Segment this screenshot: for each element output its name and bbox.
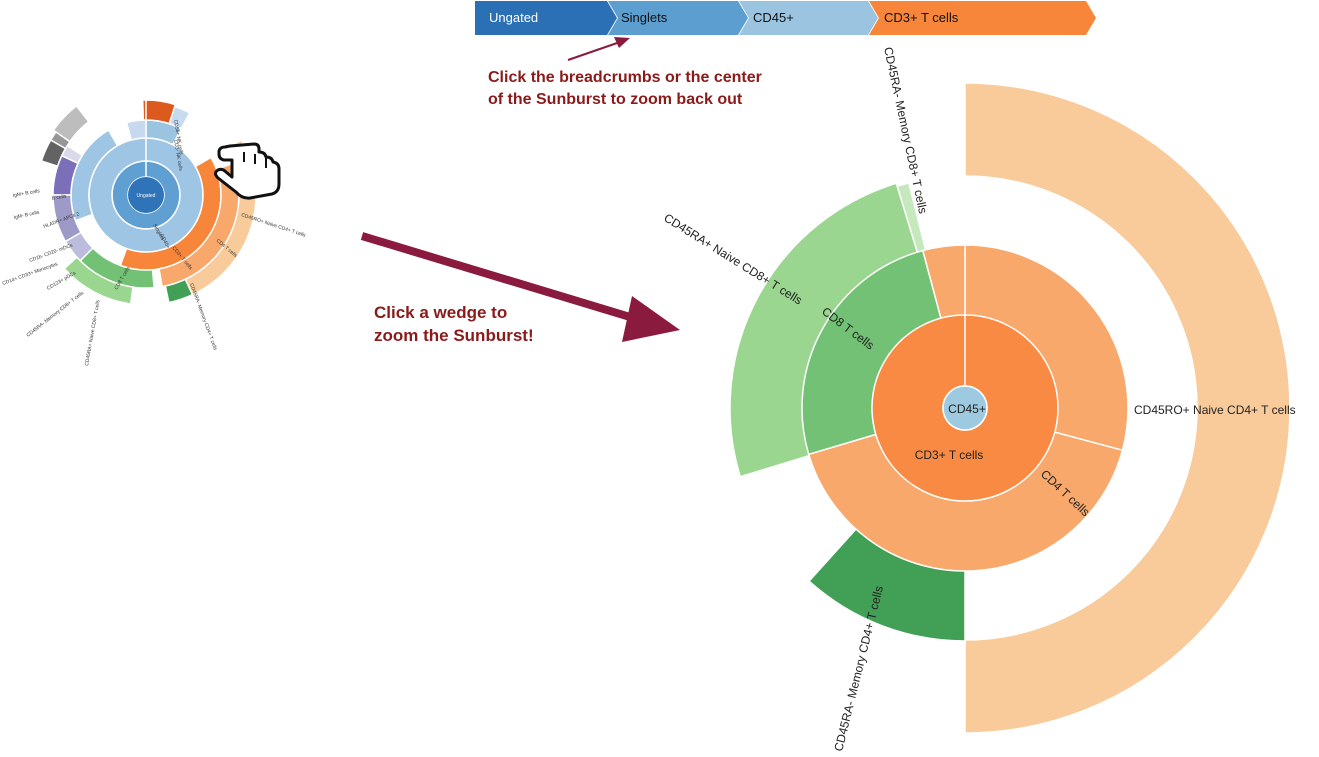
breadcrumb-cd45-label[interactable]: CD45+ bbox=[753, 10, 794, 25]
label-cd45ro-naive-cd4: CD45RO+ Naive CD4+ T cells bbox=[1134, 403, 1296, 417]
breadcrumb-hint-line-2: of the Sunburst to zoom back out bbox=[488, 90, 743, 108]
breadcrumb-singlets[interactable]: Singlets bbox=[608, 1, 748, 35]
thumb-wedge-monocytes[interactable] bbox=[52, 194, 83, 243]
breadcrumb-hint-line-1: Click the breadcrumbs or the center bbox=[488, 69, 762, 86]
thumb-wedge-nk-outer[interactable] bbox=[145, 99, 177, 125]
thumb-label-cd3neg: CD3- NK cells bbox=[172, 139, 183, 171]
label-cd3-t-cells: CD3+ T cells bbox=[915, 448, 984, 462]
center-label-cd45: CD45+ bbox=[948, 402, 986, 416]
wedge-cd45ro-naive-cd4[interactable] bbox=[964, 82, 1291, 734]
thumb-label-igm-b: IgM- B cells bbox=[13, 210, 40, 221]
breadcrumb-ungated[interactable]: Ungated bbox=[475, 1, 617, 35]
thumb-wedge-mem-cd4[interactable] bbox=[164, 278, 194, 304]
thumb-label-b-cells: B cells bbox=[51, 193, 67, 202]
thumb-wedge-pdc[interactable] bbox=[64, 231, 95, 262]
thumbnail-center[interactable] bbox=[128, 177, 164, 213]
breadcrumb-singlets-label[interactable]: Singlets bbox=[621, 10, 668, 25]
breadcrumb: Ungated Singlets CD45+ CD3+ T cells bbox=[475, 1, 1096, 35]
breadcrumb-cd3[interactable]: CD3+ T cells bbox=[869, 1, 1096, 35]
breadcrumb-hint-caption: Click the breadcrumbs or the center of t… bbox=[488, 67, 762, 110]
breadcrumb-cd45[interactable]: CD45+ bbox=[739, 1, 878, 35]
thumb-wedge-b-outer[interactable] bbox=[52, 104, 90, 143]
breadcrumb-ungated-label[interactable]: Ungated bbox=[489, 10, 538, 25]
breadcrumb-cd45-shape[interactable] bbox=[739, 1, 878, 35]
breadcrumb-cd3-shape[interactable] bbox=[869, 1, 1096, 35]
breadcrumb-singlets-shape[interactable] bbox=[608, 1, 748, 35]
thumbnail-center-label: Ungated bbox=[137, 193, 156, 199]
breadcrumb-ungated-shape[interactable] bbox=[475, 1, 617, 35]
thumb-wedge-nk[interactable] bbox=[125, 119, 147, 141]
wedge-hint-line-2: zoom the Sunburst! bbox=[374, 325, 534, 345]
sunburst-center-cd45[interactable] bbox=[942, 385, 988, 431]
breadcrumb-cd3-label[interactable]: CD3+ T cells bbox=[884, 10, 959, 25]
thumb-label-igd-b: IgM+ B cells bbox=[12, 188, 40, 199]
thumb-wedge-naive-cd8[interactable] bbox=[63, 256, 134, 305]
pointing-hand-icon bbox=[214, 142, 281, 200]
